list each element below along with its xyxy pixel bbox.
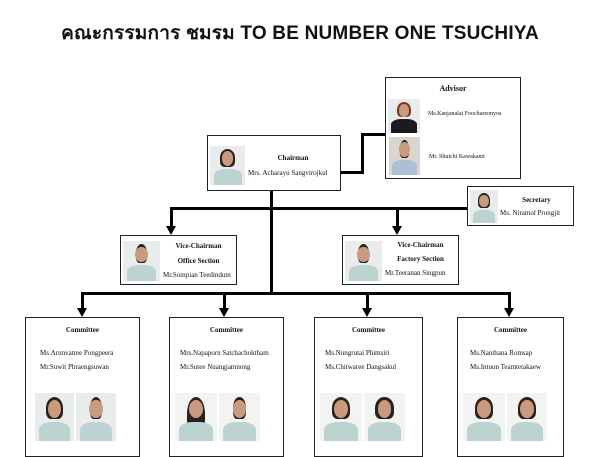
committee-box-1: Committee Ms.Arunvatree Pongpeera Mr.Suw… <box>25 317 140 457</box>
committee-member-name: Mr.Sutee Nuangjamnong <box>180 363 251 371</box>
advisor-photo-2 <box>389 137 420 175</box>
advisor-name-1: Ms.Kanjanalai Foochareonyos <box>428 111 502 117</box>
committee-photo <box>463 393 505 441</box>
committee-photo <box>76 393 116 441</box>
vice-chairman-factory-box: Vice-Chairman Factory Section Mr.Teerana… <box>342 235 459 285</box>
secretary-role: Secretary <box>522 196 551 204</box>
committee-photo <box>35 393 74 441</box>
vice-factory-role: Vice-Chairman <box>397 241 444 249</box>
committee-box-4: Committee Ms.Nanthana Romsap Ms.Intuon T… <box>457 317 564 457</box>
chairman-name: Mrs. Acharayu Sangvirojkul <box>248 169 328 177</box>
chairman-box: Chairman Mrs. Acharayu Sangvirojkul <box>207 135 341 191</box>
committee-member-name: Mr.Suwit Phraengsuwan <box>40 363 109 371</box>
committee-photo <box>219 393 260 441</box>
committee-member-name: Ms.Intuon Teamtetakaew <box>470 363 541 371</box>
vice-chairman-office-box: Vice-Chairman Office Section Mr.Sompian … <box>120 235 237 285</box>
vice-factory-name: Mr.Teeranan Singpun <box>385 269 446 277</box>
chairman-photo <box>210 146 245 185</box>
committee-member-name: Ms.Nanthana Romsap <box>470 349 533 357</box>
committee-photo <box>364 393 405 441</box>
vice-office-section: Office Section <box>177 257 220 265</box>
advisor-photo-1 <box>388 99 420 133</box>
committee-member-name: Mrs.Napaporn Satchachoktham <box>180 349 269 357</box>
committee-member-name: Ms.Nungrutai Phimsiri <box>325 349 390 357</box>
committee-photo <box>175 393 217 441</box>
vice-office-role: Vice-Chairman <box>175 242 222 250</box>
secretary-name: Ms. Niramol Prongjit <box>500 209 561 217</box>
chart-title: คณะกรรมการ ชมรม TO BE NUMBER ONE TSUCHIY… <box>61 23 539 44</box>
committee-box-3: Committee Ms.Nungrutai Phimsiri Ms.Chitw… <box>314 317 423 457</box>
committee-photo <box>507 393 547 441</box>
committee-member-name: Ms.Arunvatree Pongpeera <box>40 349 114 357</box>
committee-box-2: Committee Mrs.Napaporn Satchachoktham Mr… <box>169 317 284 457</box>
secretary-box: Secretary Ms. Niramol Prongjit <box>467 186 574 226</box>
vice-factory-section: Factory Section <box>397 255 444 263</box>
committee-role: Committee <box>493 326 528 334</box>
advisor-box: Advisor Ms.Kanjanalai Foochareonyos Mr. … <box>385 77 521 179</box>
vice-office-photo <box>123 241 160 281</box>
advisor-name-2: Mr. Shuichi Kawakami <box>429 154 485 160</box>
committee-role: Committee <box>65 326 100 334</box>
committee-photo <box>320 393 362 441</box>
secretary-photo <box>470 190 498 223</box>
chairman-role: Chairman <box>277 154 309 162</box>
vice-factory-photo <box>345 241 382 281</box>
advisor-role: Advisor <box>439 84 467 93</box>
vice-office-name: Mr.Sompian Teedindum <box>163 271 231 279</box>
committee-member-name: Ms.Chitwaree Dangsakul <box>325 363 397 371</box>
committee-role: Committee <box>351 326 386 334</box>
committee-role: Committee <box>209 326 244 334</box>
